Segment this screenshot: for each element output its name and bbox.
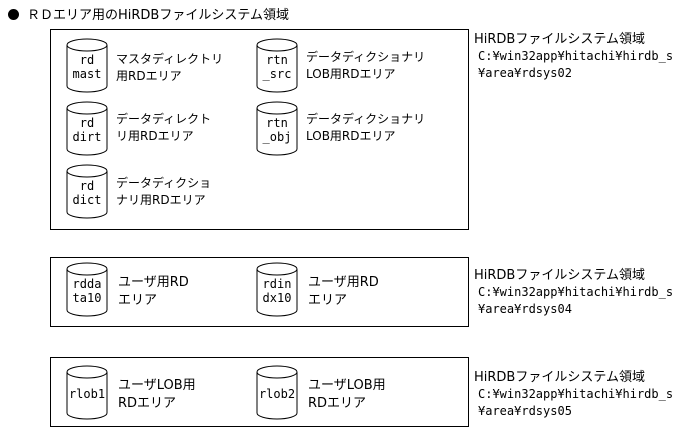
cylinder-icon [256,365,298,420]
filesystem-path: C:¥win32app¥hitachi¥hirdb_s [478,387,674,401]
rdarea-cylinder-rddirt: rd dirt [66,101,108,157]
filesystem-path: ¥area¥rdsys02 [478,66,572,80]
cylinder-label-line2: _obj [262,130,292,144]
cylinder-icon [66,164,108,219]
rdarea-cylinder-rdmast: rd mast [66,38,108,94]
rdarea-cylinder-rddict: rd dict [66,164,108,220]
diagram-title: ＲＤエリア用のHiRDBファイルシステム領域 [8,4,289,23]
cylinder-icon [256,38,298,93]
cylinder-label-line2: dx10 [262,291,292,305]
cylinder-label-line2: mast [72,67,102,81]
bullet-icon [8,9,19,20]
filesystem-title: HiRDBファイルシステム領域 [474,32,645,47]
cylinder-label-line1: rd [79,116,95,130]
rdarea-cylinder-rlob2: rlob2 [256,365,298,421]
cylinder-label-line1: rlob2 [258,387,296,401]
cylinder-label-line2: dict [72,193,102,207]
rdarea-cylinder-rtnobj: rtn _obj [256,101,298,157]
filesystem-label: HiRDBファイルシステム領域 C:¥win32app¥hitachi¥hird… [474,267,673,318]
rdarea-description: データディレクトリ用RDエリア [116,112,212,143]
rdarea-description: データディクショナリ用RDエリア [116,176,212,207]
cylinder-icon [66,38,108,93]
rdarea-cylinder-rdindx10: rdin dx10 [256,262,298,318]
cylinder-icon [66,101,108,156]
cylinder-icon [256,262,298,317]
rdarea-cylinder-rtnsrc: rtn _src [256,38,298,94]
cylinder-icon [66,365,108,420]
cylinder-label-line1: rd [79,53,95,67]
cylinder-label-line1: rdda [72,277,102,291]
filesystem-label: HiRDBファイルシステム領域 C:¥win32app¥hitachi¥hird… [474,369,673,420]
filesystem-path: C:¥win32app¥hitachi¥hirdb_s [478,285,674,299]
cylinder-icon [66,262,108,317]
rdarea-description: マスタディレクトリ用RDエリア [116,52,224,83]
cylinder-label-line2: ta10 [72,291,102,305]
cylinder-label-line2: _src [262,67,292,81]
filesystem-label: HiRDBファイルシステム領域 C:¥win32app¥hitachi¥hird… [474,31,673,82]
cylinder-label-line1: rtn [266,116,288,130]
rdarea-cylinder-rddata10: rdda ta10 [66,262,108,318]
filesystem-path: C:¥win32app¥hitachi¥hirdb_s [478,49,674,63]
cylinder-icon [256,101,298,156]
cylinder-label-line1: rlob1 [68,387,106,401]
filesystem-path: ¥area¥rdsys05 [478,404,572,418]
rdarea-cylinder-rlob1: rlob1 [66,365,108,421]
filesystem-path: ¥area¥rdsys04 [478,302,572,316]
filesystem-title: HiRDBファイルシステム領域 [474,370,645,385]
cylinder-label-line1: rtn [266,53,288,67]
cylinder-label-line1: rd [79,179,95,193]
cylinder-label-line2: dirt [72,130,102,144]
filesystem-title: HiRDBファイルシステム領域 [474,268,645,283]
cylinder-label-line1: rdin [262,277,292,291]
